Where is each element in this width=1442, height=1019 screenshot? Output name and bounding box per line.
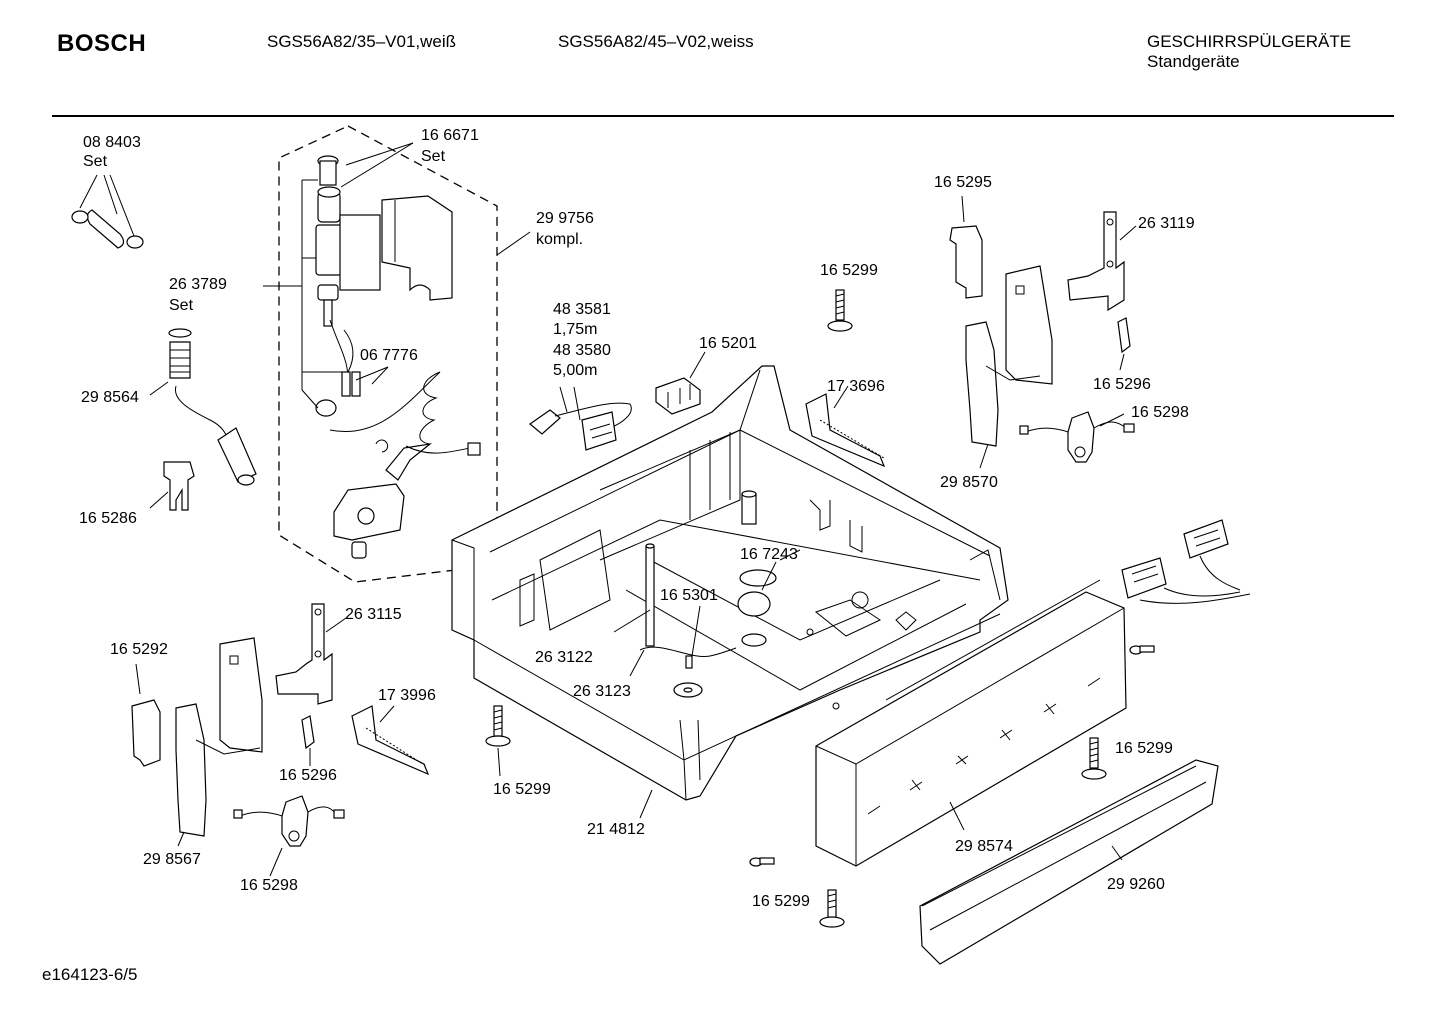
foot-screw	[485, 705, 511, 777]
terminal-block-connector	[655, 351, 706, 415]
callout-263789-set: Set	[169, 297, 194, 314]
callout-483580: 48 3580	[553, 342, 611, 359]
foot-screw	[819, 889, 845, 928]
callout-165301: 16 5301	[660, 587, 718, 604]
foot-screw	[1081, 737, 1107, 780]
door-spring-left	[351, 705, 430, 776]
leader-line	[639, 789, 653, 819]
hinge-lever-left	[233, 795, 345, 877]
callout-165299-top: 16 5299	[820, 262, 878, 279]
callout-263122: 26 3122	[535, 649, 593, 666]
callout-088403: 08 8403	[83, 134, 141, 151]
callout-167243: 16 7243	[740, 546, 798, 563]
appliance-subcategory: Standgeräte	[1147, 52, 1240, 71]
cable-harness	[529, 386, 632, 451]
model-number-2: SGS56A82/45–V02,weiss	[558, 32, 754, 51]
callout-483581-length: 1,75m	[553, 321, 597, 338]
leader-line	[355, 366, 389, 385]
hinge-bracket-right	[1067, 211, 1137, 312]
callout-067776: 06 7776	[360, 347, 418, 364]
hinge-plate-left	[175, 637, 263, 847]
callout-165296-right: 16 5296	[1093, 376, 1151, 393]
header-divider	[52, 115, 1394, 117]
callout-165298-right: 16 5298	[1131, 404, 1189, 421]
control-wiring-harness	[1121, 519, 1251, 604]
callout-165299-bottom: 16 5299	[752, 893, 810, 910]
callout-165295: 16 5295	[934, 174, 992, 191]
callout-299756: 29 9756	[536, 210, 594, 227]
callout-166671: 16 6671	[421, 127, 479, 144]
callout-298567: 29 8567	[143, 851, 201, 868]
callout-263115: 26 3115	[345, 606, 402, 623]
appliance-category: GESCHIRRSPÜLGERÄTE	[1147, 32, 1352, 51]
callout-299260: 29 9260	[1107, 876, 1165, 893]
hose-clip	[149, 461, 195, 511]
callout-483580-length: 5,00m	[553, 362, 597, 379]
drain-hose	[149, 328, 257, 486]
callout-165299-middle: 16 5299	[493, 781, 551, 798]
hinge-bracket-left	[275, 603, 347, 705]
callout-173996: 17 3996	[378, 687, 436, 704]
callout-298570: 29 8570	[940, 474, 998, 491]
screw-small	[749, 857, 775, 867]
leader-line	[340, 142, 414, 188]
leader-line	[496, 231, 531, 256]
callout-263119: 26 3119	[1138, 215, 1195, 232]
callout-298564: 29 8564	[81, 389, 139, 406]
sump-seals	[645, 543, 777, 647]
callout-165292: 16 5292	[110, 641, 168, 658]
callout-165298-left: 16 5298	[240, 877, 298, 894]
hinge-cover-left	[131, 663, 161, 767]
callout-165286: 16 5286	[79, 510, 137, 527]
callout-298574: 29 8574	[955, 838, 1013, 855]
model-number-1: SGS56A82/35–V01,weiß	[267, 32, 457, 51]
door-spring-assembly	[805, 385, 886, 468]
callout-165296-left: 16 5296	[279, 767, 337, 784]
leader-line	[263, 179, 342, 390]
bracket-clip-left	[301, 715, 315, 766]
callout-483581: 48 3581	[553, 301, 611, 318]
hose-clamp-set	[71, 174, 144, 249]
hinge-cover-right	[949, 195, 983, 299]
callout-088403-set: Set	[83, 153, 108, 170]
plinth-panel	[919, 759, 1219, 965]
callout-166671-set: Set	[421, 148, 446, 165]
foot-screw	[827, 289, 853, 332]
callout-263789: 26 3789	[169, 276, 227, 293]
bracket-clip-right	[1117, 317, 1131, 371]
callout-165201: 16 5201	[699, 335, 757, 352]
screw-small	[1129, 645, 1155, 655]
hinge-lever-right	[1019, 411, 1135, 463]
leader-line	[301, 389, 319, 409]
drawing-id: e164123-6/5	[42, 965, 138, 984]
inlet-valve-assembly	[315, 155, 481, 559]
brand-logo: BOSCH	[57, 30, 147, 57]
hinge-plate-right	[965, 265, 1053, 469]
callout-263123: 26 3123	[573, 683, 631, 700]
callout-173696: 17 3696	[827, 378, 885, 395]
assembly-group-outline	[278, 125, 498, 583]
base-tub	[451, 365, 1009, 801]
kick-plate-frame	[815, 579, 1127, 867]
heater-wire	[613, 605, 737, 698]
callout-165299-right: 16 5299	[1115, 740, 1173, 757]
callout-299756-kompl: kompl.	[536, 231, 583, 248]
leader-line	[345, 142, 414, 166]
callout-214812: 21 4812	[587, 821, 645, 838]
